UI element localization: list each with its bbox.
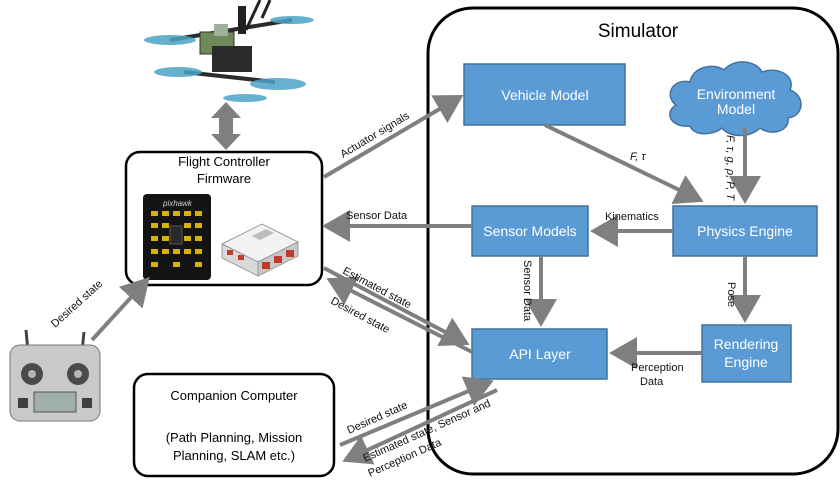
simulator-title: Simulator: [598, 21, 679, 42]
physics-engine-block: Physics Engine: [672, 205, 818, 257]
companion-computer-detail-line1: (Path Planning, Mission: [166, 430, 303, 445]
api-layer-block: API Layer: [471, 328, 608, 380]
rc-transmitter-icon: [9, 329, 101, 422]
arrow-rc-desired-state: [90, 277, 150, 342]
drone-link-double-arrow: [211, 102, 241, 150]
rendering-engine-label-line1: Rendering: [714, 336, 779, 352]
physics-engine-label: Physics Engine: [697, 223, 793, 239]
flight-controller-title-line1: Flight Controller: [178, 154, 270, 169]
label-actuator-signals: Actuator signals: [338, 110, 412, 161]
arrow-desired-state-to-fc: [326, 276, 473, 354]
vehicle-model-label: Vehicle Model: [501, 87, 588, 103]
label-kinematics: Kinematics: [605, 211, 659, 223]
arrow-vehicle-to-physics: [544, 123, 704, 204]
simulator-boundary: [426, 6, 840, 476]
sensor-models-label: Sensor Models: [483, 223, 576, 239]
arrow-actuator-signals: [322, 94, 464, 179]
rendering-engine-label-line2: Engine: [724, 354, 768, 370]
sensor-models-block: Sensor Models: [471, 205, 589, 257]
environment-model-cloud: Environment Model: [669, 61, 802, 137]
pixhawk-brand-text: pixhawk: [162, 199, 193, 208]
vehicle-model-block: Vehicle Model: [463, 63, 626, 126]
arrow-api-to-cc: [342, 388, 498, 465]
label-env-params: F, τ, g, ρ, P, T: [724, 135, 736, 201]
flight-controller-title-line2: Firmware: [197, 171, 251, 186]
autopilot-module-icon: [220, 223, 300, 277]
arrow-cc-desired-state: [339, 376, 494, 447]
label-pose: Pose: [725, 282, 737, 307]
api-layer-label: API Layer: [509, 346, 571, 362]
companion-computer-detail-line2: Planning, SLAM etc.): [173, 448, 295, 463]
label-perception-line1: Perception: [631, 362, 684, 374]
environment-model-label-line2: Model: [717, 101, 755, 117]
companion-computer-title: Companion Computer: [170, 388, 298, 403]
label-sensor-data-left: Sensor Data: [346, 210, 408, 222]
pixhawk-board-icon: pixhawk: [143, 194, 211, 280]
label-desired-state-fc: Desired state: [329, 295, 392, 336]
label-desired-state-rc: Desired state: [49, 278, 105, 330]
quadcopter-drone-icon: [144, 0, 314, 102]
rendering-engine-block: Rendering Engine: [701, 324, 792, 383]
label-sensor-data-vertical: Sensor Data: [521, 260, 533, 322]
label-f-tau: F, τ: [630, 151, 646, 163]
environment-model-label-line1: Environment: [697, 86, 776, 102]
label-perception-line2: Data: [640, 376, 664, 388]
companion-computer-box: [132, 372, 336, 478]
